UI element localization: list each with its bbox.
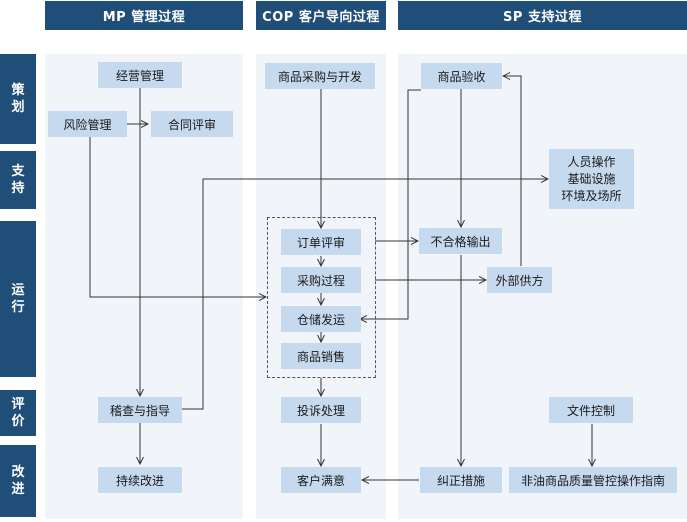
node-order-review: 订单评审 <box>281 229 361 255</box>
stage-plan-char-1: 策 <box>11 83 25 98</box>
node-contract-review: 合同评审 <box>151 111 233 137</box>
stage-plan: 策 划 <box>0 54 36 144</box>
node-purchase-develop: 商品采购与开发 <box>265 63 375 89</box>
node-nonconforming-output: 不合格输出 <box>419 228 502 254</box>
header-sp: SP 支持过程 <box>398 1 687 30</box>
stage-eval: 评 价 <box>0 390 36 436</box>
stage-improve-char-1: 改 <box>11 465 25 480</box>
stage-support-char-1: 支 <box>11 164 25 179</box>
edge-acceptance-to-storage <box>360 89 421 319</box>
node-goods-acceptance: 商品验收 <box>421 63 502 89</box>
node-operations-mgmt: 经营管理 <box>98 62 182 88</box>
header-cop: COP 客户导向过程 <box>256 1 386 30</box>
header-mp: MP 管理过程 <box>45 1 243 30</box>
edge-audit-to-resources <box>181 179 548 410</box>
node-resources-line-1: 人员操作 <box>567 154 616 169</box>
node-complaint-handling: 投诉处理 <box>281 397 361 423</box>
stage-run-char-2: 行 <box>11 300 25 315</box>
node-storage-shipping: 仓储发运 <box>281 306 361 332</box>
node-customer-satisfaction: 客户满意 <box>281 467 361 493</box>
stage-run-char-1: 运 <box>11 283 25 298</box>
node-resources-line-2: 基础设施 <box>567 171 616 186</box>
stage-eval-char-1: 评 <box>11 397 25 412</box>
edge-external-to-acceptance <box>503 76 522 266</box>
stage-support: 支 持 <box>0 151 36 209</box>
edge-risk-to-purchase-group <box>89 137 266 297</box>
node-audit-guidance: 稽查与指导 <box>98 397 182 423</box>
stage-support-char-2: 持 <box>11 181 25 196</box>
stage-improve: 改 进 <box>0 445 36 517</box>
node-non-oil-guide: 非油商品质量管控操作指南 <box>509 467 677 493</box>
stage-eval-char-2: 价 <box>11 414 25 429</box>
stage-run: 运 行 <box>0 221 36 377</box>
node-continuous-improve: 持续改进 <box>98 467 182 493</box>
node-corrective-action: 纠正措施 <box>420 467 502 493</box>
node-external-supply: 外部供方 <box>487 267 552 293</box>
node-resources-line-3: 环境及场所 <box>561 188 622 203</box>
node-product-sales: 商品销售 <box>281 343 361 369</box>
stage-improve-char-2: 进 <box>11 482 25 497</box>
stage-plan-char-2: 划 <box>11 100 25 115</box>
node-resources: 人员操作 基础设施 环境及场所 <box>549 149 634 209</box>
node-risk-mgmt: 风险管理 <box>48 111 127 137</box>
node-document-control: 文件控制 <box>549 397 633 423</box>
node-purchase-process: 采购过程 <box>281 267 361 293</box>
